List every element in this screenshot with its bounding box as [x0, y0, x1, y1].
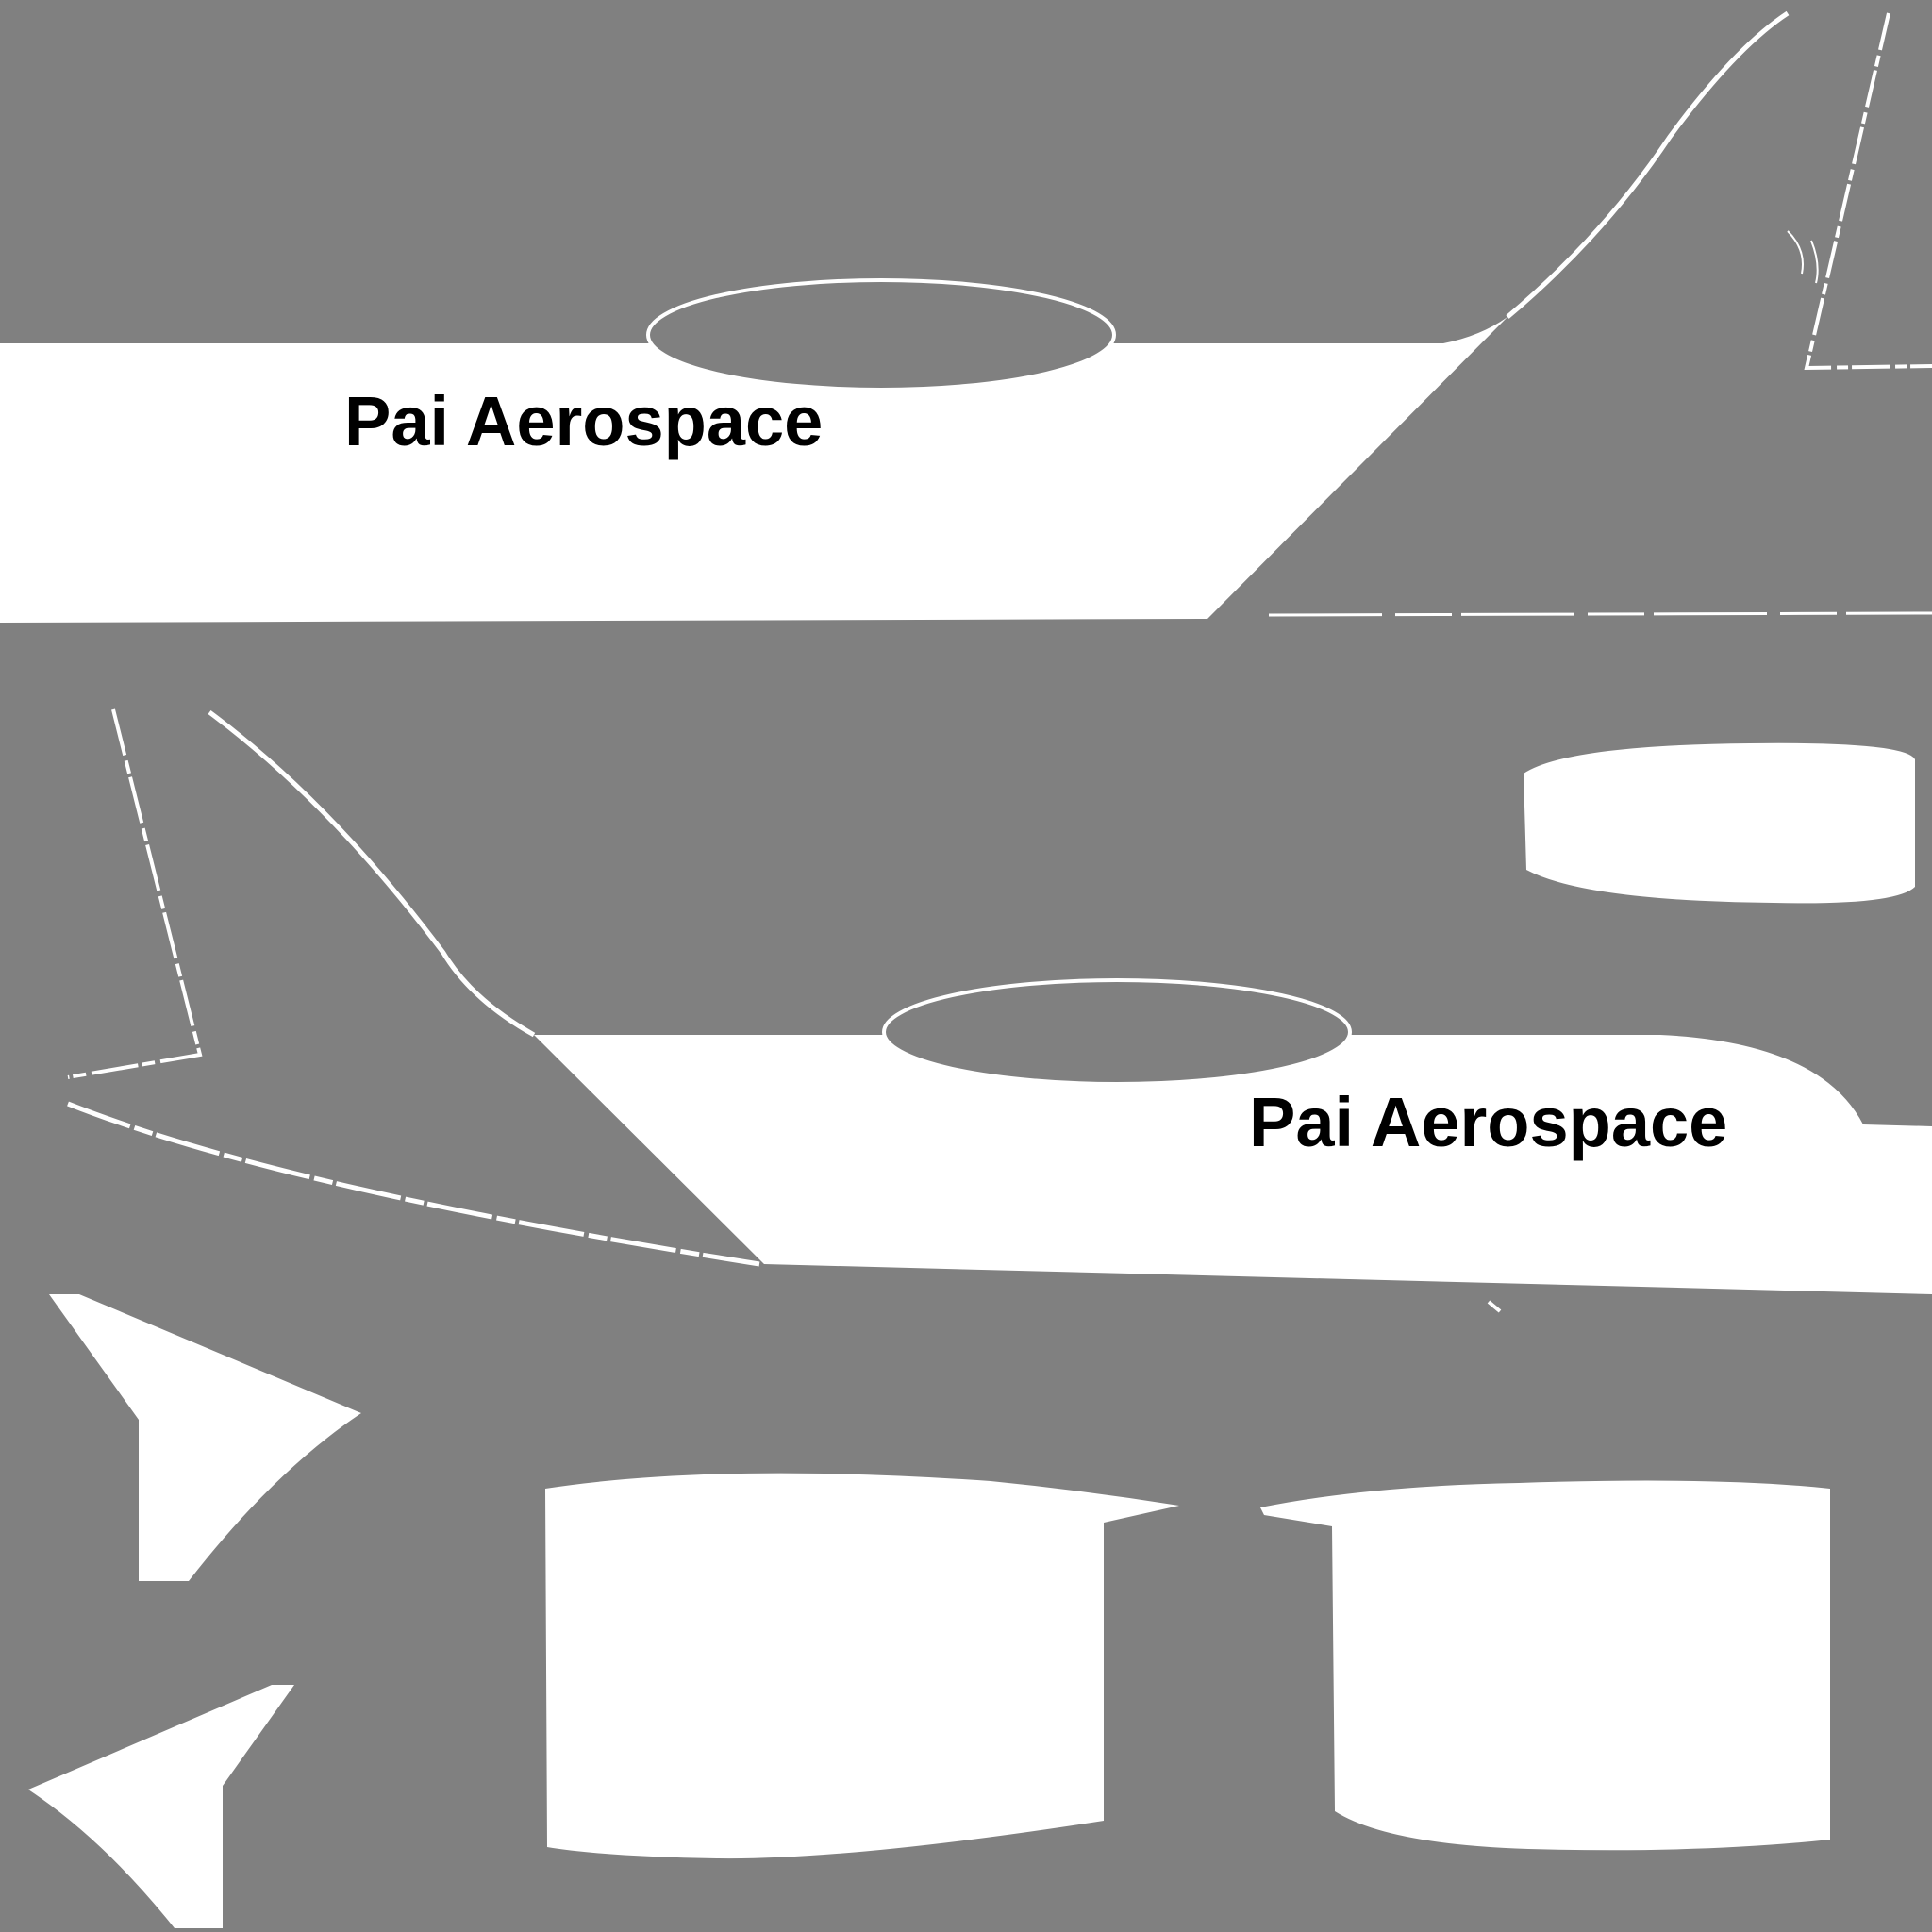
radome-panel [1524, 742, 1915, 904]
winglet-upper [49, 1294, 361, 1581]
small-mark [1487, 1300, 1502, 1313]
fuselage-left-body [0, 317, 1507, 623]
winglet-lower [28, 1685, 294, 1928]
livery-text-right: Pai Aerospace [1249, 1083, 1727, 1161]
tail-fin-leading-edge-left [1506, 10, 1790, 319]
tail-fin-leading-edge-right [208, 709, 536, 1038]
fuselage-right-body [534, 1035, 1932, 1294]
window-ellipse-right [882, 978, 1352, 1086]
engine-nacelle-right [1260, 1480, 1830, 1851]
fuselage-right-side: Pai Aerospace [67, 708, 1932, 1294]
engine-nacelle-left [545, 1473, 1179, 1859]
tail-fin-trailing-edge-right [67, 708, 203, 1079]
livery-text-left: Pai Aerospace [344, 382, 823, 460]
tail-fin-trailing-edge-left [1804, 12, 1932, 371]
fin-lower-edge-right [67, 1101, 760, 1267]
window-ellipse-left [646, 278, 1116, 391]
fuselage-left-side: Pai Aerospace [0, 10, 1932, 623]
stabilizer-mark-left [1787, 230, 1819, 284]
fin-root-line-left [1268, 611, 1932, 617]
